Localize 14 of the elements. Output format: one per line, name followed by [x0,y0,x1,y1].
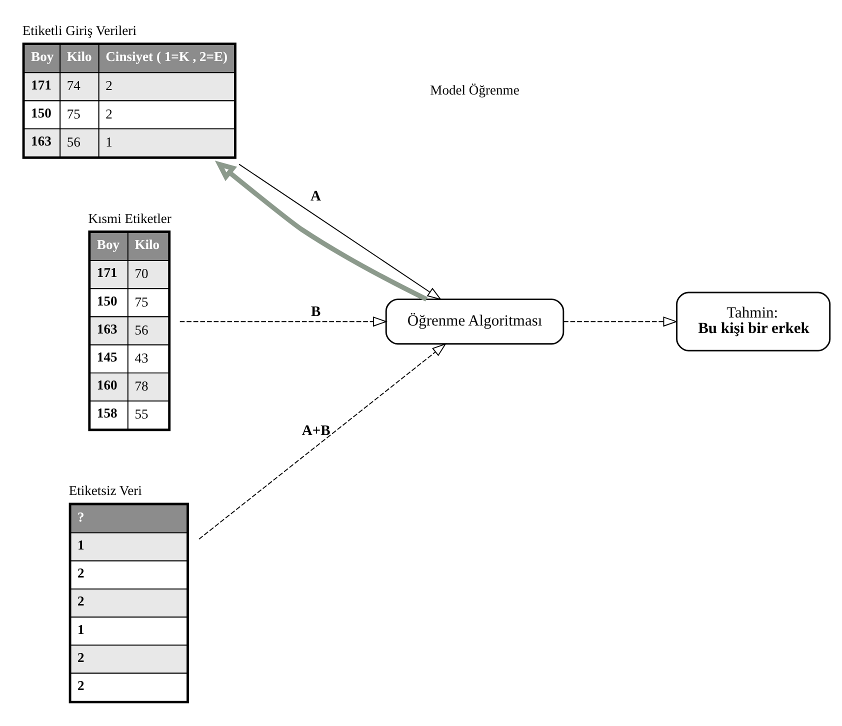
edge-label: A [310,188,322,204]
node-label: Etiketli Giriş Verileri [22,22,136,38]
node-label: Kısmi Etiketler [88,210,172,226]
node-box: Tahmin: Bu kişi bir erkek [676,291,831,351]
node-box: Öğrenme Algoritması [385,298,564,344]
edge-label: A+B [302,422,330,438]
arrow [198,342,447,540]
edge-label: B [311,303,321,320]
label: Model Öğrenme [430,82,520,98]
arrow [238,163,442,300]
arrow [179,316,388,326]
node-label: Etiketsiz Veri [68,482,142,498]
arrow [214,160,428,301]
arrow [563,316,678,326]
